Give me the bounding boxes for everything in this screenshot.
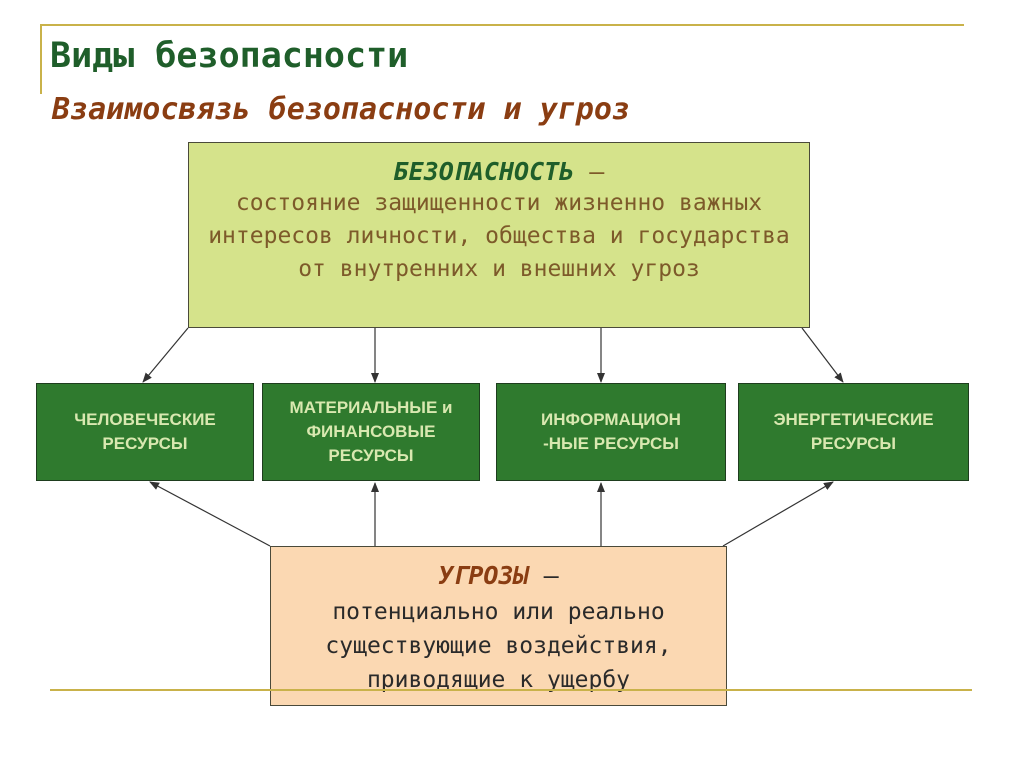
- resource-label: ЭНЕРГЕТИЧЕСКИЕ РЕСУРСЫ: [773, 410, 934, 453]
- safety-dash: –: [574, 157, 605, 186]
- threats-definition-box: УГРОЗЫ – потенциально или реально сущест…: [270, 546, 727, 706]
- slide-title: Виды безопасности: [50, 36, 409, 76]
- threats-term: УГРОЗЫ: [438, 561, 529, 590]
- resource-label: МАТЕРИАЛЬНЫЕ и ФИНАНСОВЫЕ РЕСУРСЫ: [289, 398, 453, 465]
- safety-term: БЕЗОПАСНОСТЬ: [393, 157, 575, 186]
- threats-heading: УГРОЗЫ –: [271, 561, 726, 591]
- resource-box-human: ЧЕЛОВЕЧЕСКИЕ РЕСУРСЫ: [36, 383, 254, 481]
- resource-box-energy: ЭНЕРГЕТИЧЕСКИЕ РЕСУРСЫ: [738, 383, 969, 481]
- safety-definition-box: БЕЗОПАСНОСТЬ – состояние защищенности жи…: [188, 142, 810, 328]
- arrow-safety-to-energy: [801, 327, 844, 383]
- left-accent-line: [40, 24, 42, 94]
- arrow-threat-to-energy: [722, 481, 834, 547]
- top-divider-line: [40, 24, 964, 26]
- threats-dash: –: [528, 561, 559, 590]
- threats-definition-text: потенциально или реально существующие во…: [325, 599, 672, 693]
- resource-box-material-financial: МАТЕРИАЛЬНЫЕ и ФИНАНСОВЫЕ РЕСУРСЫ: [262, 383, 480, 481]
- safety-definition-text: состояние защищенности жизненно важных и…: [208, 190, 790, 282]
- arrow-safety-to-human: [142, 327, 189, 383]
- resource-label: ЧЕЛОВЕЧЕСКИЕ РЕСУРСЫ: [74, 410, 216, 453]
- safety-heading: БЕЗОПАСНОСТЬ –: [189, 157, 809, 187]
- resource-box-information: ИНФОРМАЦИОН -НЫЕ РЕСУРСЫ: [496, 383, 726, 481]
- bottom-divider-line: [50, 689, 972, 691]
- resource-label: ИНФОРМАЦИОН -НЫЕ РЕСУРСЫ: [541, 410, 681, 453]
- arrow-threat-to-human: [149, 481, 271, 547]
- slide-subtitle: Взаимосвязь безопасности и угроз: [52, 92, 630, 127]
